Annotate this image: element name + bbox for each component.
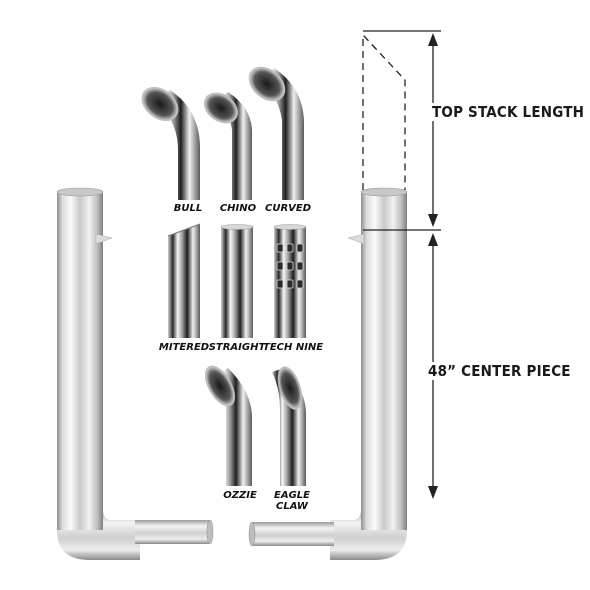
tip-bull-image [141, 86, 200, 200]
label-top-stack-length: TOP STACK LENGTH [430, 103, 587, 121]
tip-chino-image [203, 92, 252, 200]
top-stack-outline [362, 33, 406, 190]
label-chino: CHINO [219, 203, 257, 214]
label-curved: CURVED [264, 203, 312, 214]
label-eagle-claw-line2: CLAW [276, 501, 308, 512]
tip-ozzie-image [204, 365, 252, 486]
label-tech-nine: TECH NINE [263, 342, 324, 353]
tip-eagle-claw-image [272, 366, 306, 486]
label-ozzie: OZZIE [223, 490, 257, 501]
label-bull: BULL [173, 203, 203, 214]
label-mitered: MITERED [158, 342, 210, 353]
tip-straight-image [220, 224, 254, 338]
label-straight: STRAIGHT [208, 342, 266, 353]
label-eagle-claw-line1: EAGLE [274, 490, 310, 501]
left-full-stack [56, 187, 214, 560]
right-full-stack [248, 187, 408, 560]
tip-mitered-image [167, 223, 201, 338]
label-eagle-claw: EAGLE CLAW [270, 490, 314, 512]
label-center-piece: 48” CENTER PIECE [426, 362, 573, 380]
top-stack-dimension [363, 30, 441, 231]
tip-tech-nine-image [273, 224, 307, 338]
tip-curved-image [248, 66, 304, 200]
